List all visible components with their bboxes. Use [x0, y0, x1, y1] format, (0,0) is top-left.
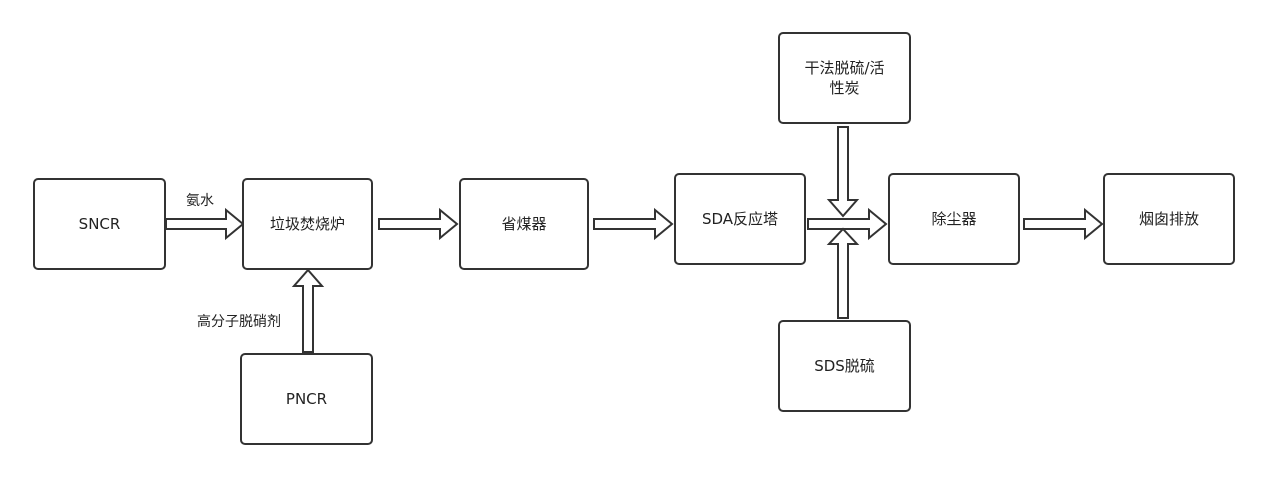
arrow-sda-to-dust-collector	[807, 207, 888, 241]
node-incinerator: 垃圾焚烧炉	[242, 178, 373, 270]
node-economizer-label: 省煤器	[501, 215, 547, 233]
edge-label-polymer-denitrification-agent: 高分子脱硝剂	[197, 314, 281, 330]
node-dust-collector: 除尘器	[888, 173, 1020, 265]
arrow-sncr-to-incinerator	[165, 207, 245, 241]
node-chimney: 烟囱排放	[1103, 173, 1235, 265]
node-dust-collector-label: 除尘器	[931, 210, 977, 228]
node-pncr: PNCR	[240, 353, 373, 445]
node-pncr-label: PNCR	[285, 390, 328, 408]
arrow-dry-desulfurization-down	[826, 126, 860, 218]
edge-label-ammonia-water: 氨水	[186, 193, 214, 209]
node-incinerator-label: 垃圾焚烧炉	[269, 215, 345, 233]
node-sds-desulfurization-label: SDS脱硫	[814, 357, 875, 375]
arrow-economizer-to-sda	[593, 207, 674, 241]
node-economizer: 省煤器	[459, 178, 589, 270]
arrow-incinerator-to-economizer	[378, 207, 459, 241]
node-sda-tower: SDA反应塔	[674, 173, 806, 265]
node-dry-desulfurization: 干法脱硫/活性炭	[778, 32, 911, 124]
node-sds-desulfurization: SDS脱硫	[778, 320, 911, 412]
arrow-sds-desulfurization-up	[826, 227, 860, 319]
node-sda-tower-label: SDA反应塔	[701, 210, 779, 228]
node-sncr: SNCR	[33, 178, 166, 270]
node-sncr-label: SNCR	[78, 215, 121, 233]
node-dry-desulfurization-label: 干法脱硫/活性炭	[804, 59, 885, 97]
arrow-dust-collector-to-chimney	[1023, 207, 1104, 241]
node-chimney-label: 烟囱排放	[1138, 210, 1199, 228]
arrow-pncr-to-incinerator	[291, 268, 325, 353]
